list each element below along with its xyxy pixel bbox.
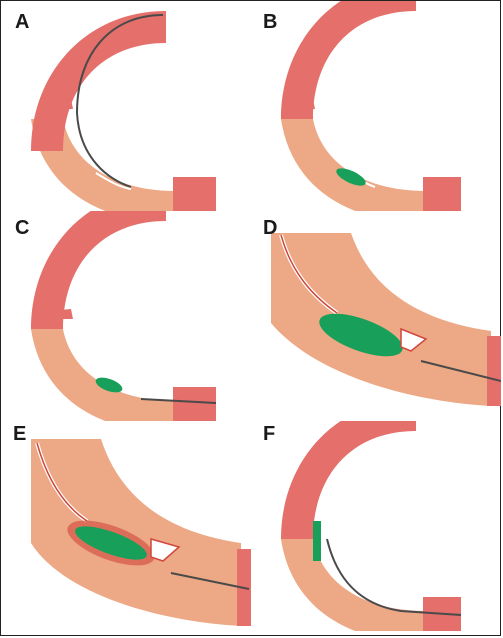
vessel-end-cap [173,177,216,211]
panel-label-c: C [15,217,30,239]
vessel-diagram-a [31,11,216,211]
guidewire [170,572,250,590]
vessel-diagram-d [271,233,501,406]
guidewire [420,360,501,382]
guidewire [326,538,462,616]
guidewire [75,14,164,188]
panel-e: E [1,421,251,631]
vessel-zoom [271,233,491,406]
panel-c: C [1,211,251,421]
vessel-diagram-b [281,1,461,211]
panel-label-f: F [263,423,276,445]
panel-label-a: A [15,11,30,33]
panel-b: B [251,1,501,211]
vessel-zoom [31,439,241,626]
vessel-upper-segment [31,11,166,151]
dissection-flap [400,327,428,352]
balloon [319,313,403,357]
side-branch [49,99,73,109]
panel-a: A [1,1,251,211]
balloon [75,526,147,560]
balloon [313,521,321,561]
vessel-diagram-f [281,421,462,631]
balloon [95,377,123,393]
panel-label-b: B [263,11,278,33]
true-lumen [95,172,132,190]
dissection-flap [150,538,181,562]
panel-d: D [251,211,501,421]
vessel-diagram-e [31,439,251,626]
panel-label-e: E [13,423,27,445]
true-lumen [324,436,412,534]
panel-label-d: D [263,217,278,239]
guidewire [140,398,217,404]
vessel-diagram-c [31,211,217,421]
balloon [336,168,366,186]
panel-f: F [251,421,501,631]
vessel-lower-segment [31,119,216,211]
true-lumen [75,224,164,392]
